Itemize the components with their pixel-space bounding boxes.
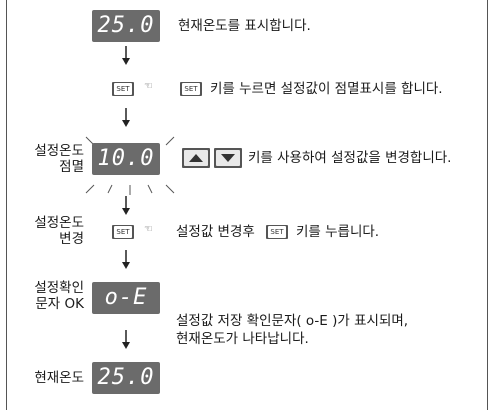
set-key-icon: SET (112, 82, 134, 96)
step6-label: 현재온도 (34, 370, 84, 386)
label-line: 설정확인 (34, 280, 84, 296)
set-key-label: SET (114, 83, 132, 95)
step5-description-line1: 설정값 저장 확인문자( o-E )가 표시되며, (176, 313, 409, 329)
press-hand-icon: ☜ (144, 81, 153, 92)
down-arrow-icon (122, 196, 130, 215)
label-line: 설정온도 (34, 143, 84, 159)
set-key-label: SET (268, 226, 286, 238)
left-border (6, 0, 7, 410)
down-arrow-icon (122, 330, 130, 349)
label-line: 점멸 (59, 159, 84, 175)
set-key-label: SET (114, 226, 132, 238)
step4-mid-text: 설정값 변경후 (176, 224, 255, 240)
down-key-icon (214, 148, 242, 168)
step5-description-line2: 현재온도가 나타납니다. (176, 331, 309, 347)
set-key-label: SET (182, 83, 200, 95)
set-key-icon: SET (180, 82, 202, 96)
set-key-icon: SET (266, 225, 288, 239)
down-arrow-icon (122, 46, 130, 65)
lcd-display-current: 25.0 (92, 10, 160, 42)
press-hand-icon: ☜ (144, 224, 153, 235)
lcd-display-current-final: 25.0 (92, 362, 160, 394)
step1-description: 현재온도를 표시합니다. (178, 18, 311, 34)
right-border (487, 0, 488, 410)
blink-indicator-icon (85, 136, 175, 195)
set-key-icon: SET (112, 225, 134, 239)
label-line: 변경 (59, 231, 84, 247)
down-arrow-icon (122, 250, 130, 269)
down-arrow-icon (122, 108, 130, 127)
up-key-icon (182, 148, 210, 168)
lcd-display-setpoint: 10.0 (92, 143, 160, 175)
step3-description: 키를 사용하여 설정값을 변경합니다. (248, 150, 452, 166)
lcd-display-confirm: o-E (92, 282, 160, 314)
label-line: 설정온도 (34, 215, 84, 231)
step2-description: 키를 누르면 설정값이 점멸표시를 합니다. (210, 81, 443, 97)
step4-description: 키를 누릅니다. (296, 224, 380, 240)
label-line: 문자 OK (35, 296, 84, 312)
